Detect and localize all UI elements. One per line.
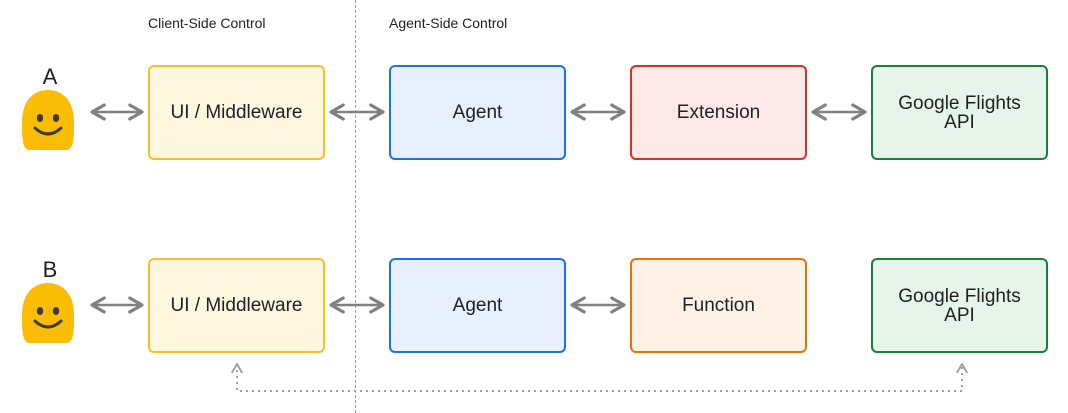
row-a-agent-node: Agent	[389, 65, 566, 160]
smiley-face-icon	[22, 90, 74, 150]
row-b-api-label: Google Flights API	[898, 285, 1021, 326]
row-a-extension-node: Extension	[630, 65, 807, 160]
row-a-api-label: Google Flights API	[898, 92, 1021, 133]
row-a-api-node: Google Flights API	[871, 65, 1048, 160]
row-b-function-node: Function	[630, 258, 807, 353]
row-b-agent-node: Agent	[389, 258, 566, 353]
row-a-middleware-label: UI / Middleware	[170, 102, 303, 123]
row-b-letter: B	[42, 257, 58, 282]
row-a-letter: A	[42, 64, 58, 89]
section-divider	[355, 0, 356, 413]
row-b-middleware-label: UI / Middleware	[170, 295, 303, 316]
row-b-agent-label: Agent	[452, 295, 503, 316]
smiley-face-icon	[22, 283, 74, 343]
row-b-api-node: Google Flights API	[871, 258, 1048, 353]
agent-side-header: Agent-Side Control	[389, 15, 508, 31]
row-a-extension-label: Extension	[676, 102, 761, 123]
row-a-middleware-node: UI / Middleware	[148, 65, 325, 160]
row-b-function-label: Function	[682, 295, 755, 316]
row-b-middleware-node: UI / Middleware	[148, 258, 325, 353]
client-side-header: Client-Side Control	[148, 15, 266, 31]
row-a-agent-label: Agent	[452, 102, 503, 123]
row-b-middleware-api-dotted-arrow	[231, 363, 968, 392]
